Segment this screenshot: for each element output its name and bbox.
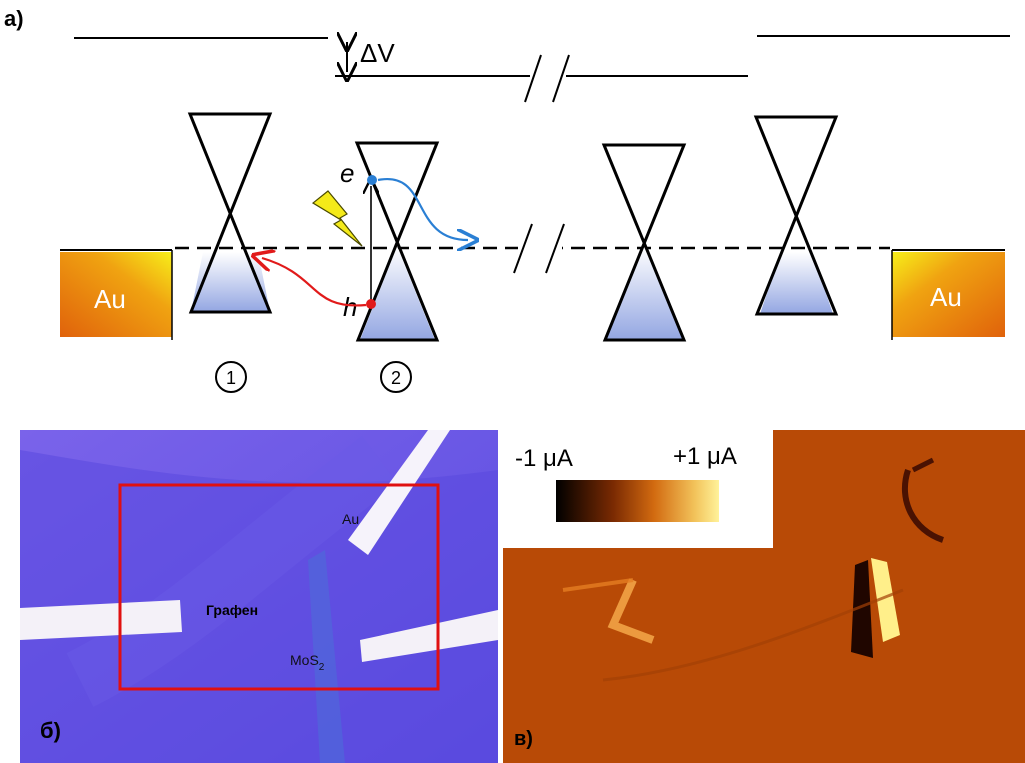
- hole-dot: [366, 299, 376, 309]
- negative-spot: [851, 560, 873, 658]
- break-mark-bottom-2: [545, 223, 565, 274]
- marker-2: 2: [380, 361, 412, 393]
- colorbar: [556, 480, 719, 522]
- photocurrent-map: -1 μA +1 μA: [503, 430, 1025, 763]
- au-right-label: Au: [930, 282, 962, 312]
- mos2-label: MoS2: [290, 652, 325, 673]
- au-left-label: Au: [94, 284, 126, 314]
- break-mark-bottom-1: [513, 223, 533, 274]
- band-diagram: ΔV Au Au e h: [60, 0, 1010, 393]
- dirac-cone-1: [187, 112, 273, 314]
- hole-label: h: [343, 292, 357, 322]
- electrode-right: [360, 610, 498, 662]
- electrode-left: [20, 600, 182, 640]
- marker-1: 1: [215, 361, 247, 393]
- colorbar-min: -1 μA: [515, 445, 573, 472]
- electrode-top: [348, 430, 450, 555]
- panel-b-label: б): [40, 718, 61, 743]
- break-mark-top-1: [524, 54, 542, 103]
- panel-c-label: в): [514, 728, 533, 750]
- delta-v-label: ΔV: [360, 38, 395, 68]
- dirac-cone-3: [601, 143, 687, 342]
- dirac-cone-2: [354, 141, 440, 342]
- au-contact-left: Au: [60, 250, 173, 340]
- colorbar-max: +1 μA: [673, 443, 737, 470]
- region-box: [118, 483, 440, 691]
- lightning-icon: [311, 190, 363, 247]
- electron-dot: [367, 175, 377, 185]
- break-mark-top-2: [552, 54, 570, 103]
- svg-text:2: 2: [391, 368, 401, 388]
- au-contact-right: Au: [891, 250, 1005, 340]
- dirac-cone-4: [753, 115, 839, 316]
- au-label: Au: [342, 511, 359, 527]
- panel-a-label: а): [4, 6, 24, 31]
- electron-transfer-arrow: [377, 177, 468, 240]
- optical-image: Au Графен MoS2: [20, 430, 498, 763]
- mos2-flake: [308, 550, 345, 763]
- electron-label: e: [340, 158, 354, 188]
- svg-text:1: 1: [226, 368, 236, 388]
- hole-transfer-arrow: [262, 258, 367, 307]
- graphene-label: Графен: [206, 602, 258, 618]
- positive-spot: [871, 558, 900, 642]
